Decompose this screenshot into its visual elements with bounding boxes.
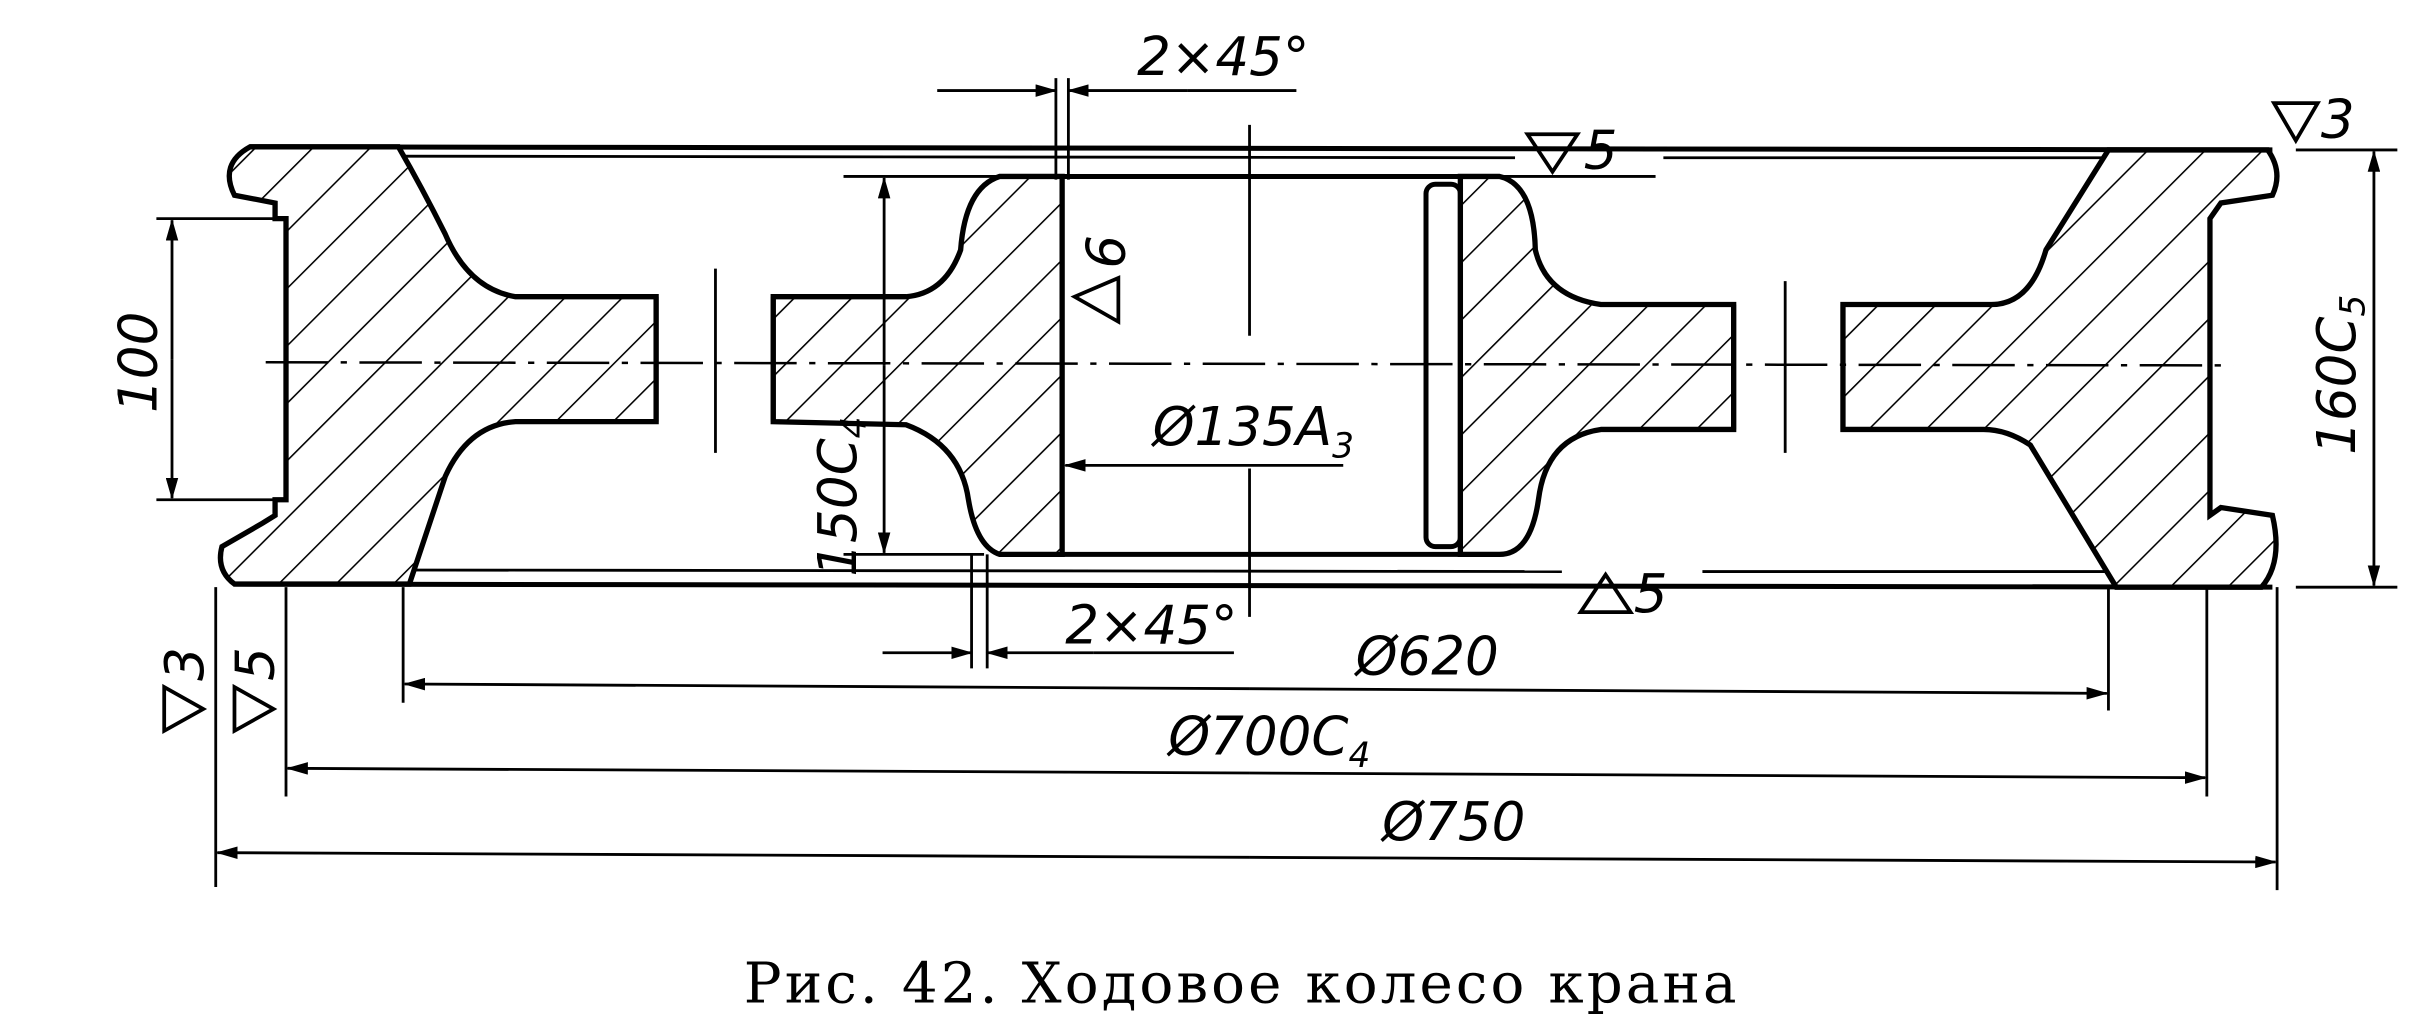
chamfer-bottom-dim: 2×45° bbox=[882, 554, 1238, 669]
bore-sub: 3 bbox=[1332, 427, 1354, 467]
dim-700-label: Ø700С bbox=[1166, 705, 1348, 767]
hub-length-dim: 150С4 bbox=[807, 175, 1000, 577]
extension-lines bbox=[214, 587, 2279, 891]
center-axis bbox=[265, 361, 2234, 367]
rim-width-dim: 160С5 bbox=[2295, 148, 2398, 589]
svg-text:5: 5 bbox=[1584, 120, 1618, 182]
hub-length-sub: 4 bbox=[834, 416, 874, 438]
dim-700: Ø700С4 bbox=[286, 705, 2207, 784]
rim-width-sub: 5 bbox=[2334, 295, 2374, 317]
bore-dim: Ø135А3 bbox=[1063, 396, 1354, 472]
dim-750-label: Ø750 bbox=[1380, 791, 1525, 853]
web-holes bbox=[653, 268, 1846, 453]
svg-text:3: 3 bbox=[2321, 88, 2355, 150]
chamfer-top-label: 2×45° bbox=[1137, 26, 1309, 88]
dim-700-sub: 4 bbox=[1348, 736, 1370, 776]
bore bbox=[1062, 124, 1463, 617]
roughness-top-right: 3 bbox=[2270, 88, 2355, 150]
flange-width-dim: 100 bbox=[107, 217, 279, 502]
dim-620-label: Ø620 bbox=[1354, 626, 1499, 688]
roughness-bottom-hub: 5 bbox=[1577, 563, 1668, 625]
svg-text:150С4: 150С4 bbox=[807, 416, 874, 576]
svg-text:5: 5 bbox=[1634, 563, 1668, 625]
chamfer-top-dim: 2×45° bbox=[937, 26, 1309, 180]
roughness-bore: 6 bbox=[1070, 235, 1138, 325]
hub-length-label: 150С bbox=[807, 438, 869, 576]
dim-620: Ø620 bbox=[403, 626, 2109, 700]
figure-caption: Рис. 42. Ходовое колесо крана bbox=[744, 952, 1740, 1017]
rim-width-label: 160С bbox=[2306, 317, 2368, 455]
left-web-section bbox=[217, 144, 659, 587]
rim-outline bbox=[234, 144, 2273, 590]
roughness-left: 3 5 bbox=[154, 647, 287, 735]
bore-label: Ø135А bbox=[1151, 396, 1332, 458]
right-web-section bbox=[1840, 147, 2280, 590]
svg-text:6: 6 bbox=[1076, 235, 1138, 269]
dim-750: Ø750 bbox=[215, 791, 2278, 869]
svg-text:3: 3 bbox=[154, 647, 216, 681]
svg-text:5: 5 bbox=[225, 647, 287, 681]
svg-text:160С5: 160С5 bbox=[2306, 295, 2373, 455]
roughness-top-hub: 5 bbox=[1468, 120, 1656, 182]
flange-width-label: 100 bbox=[107, 312, 169, 413]
svg-text:Ø135А3: Ø135А3 bbox=[1151, 396, 1354, 466]
svg-text:Ø700С4: Ø700С4 bbox=[1166, 705, 1370, 775]
chamfer-bottom-label: 2×45° bbox=[1065, 594, 1237, 656]
